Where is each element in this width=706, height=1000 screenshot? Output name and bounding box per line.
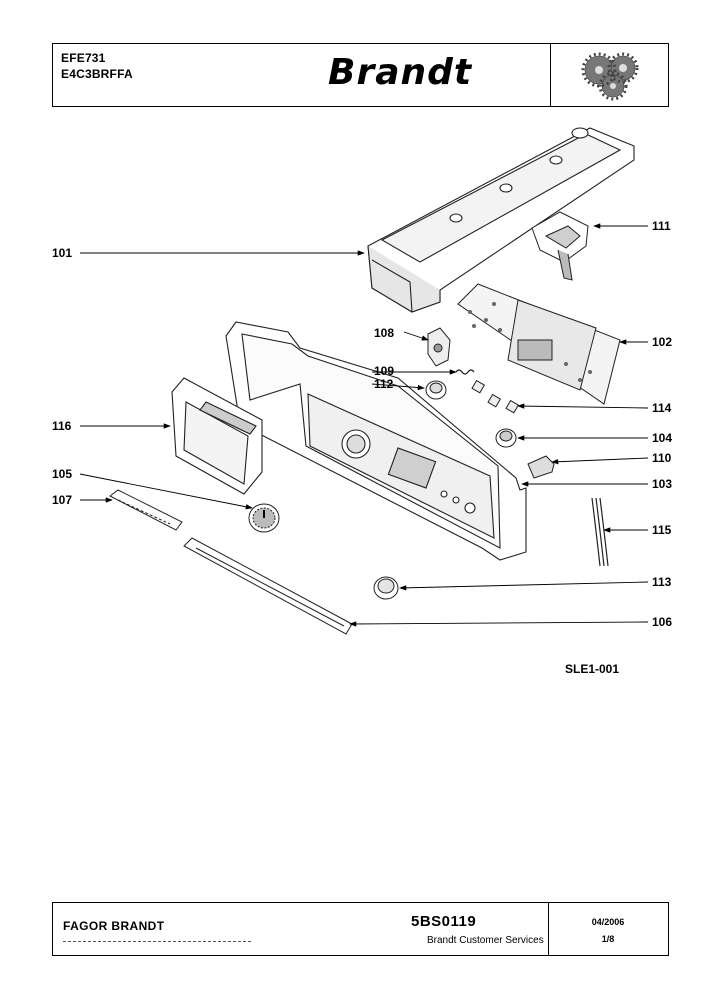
callout-111: 111 [652, 219, 671, 233]
part-116-drawer-front [171, 377, 263, 495]
callout-107: 107 [52, 493, 73, 507]
company-name: FAGOR BRANDT [63, 919, 165, 933]
footer-block: FAGOR BRANDT 5BS0119 Brandt Customer Ser… [52, 902, 669, 956]
department-name: Brandt Customer Services [427, 935, 544, 946]
part-109-spring [455, 369, 475, 375]
callout-103: 103 [652, 477, 673, 491]
part-112-push-button [425, 380, 447, 400]
callout-105: 105 [52, 467, 73, 481]
callout-101: 101 [52, 246, 73, 260]
callout-115: 115 [652, 523, 672, 537]
callout-114: 114 [652, 401, 672, 415]
model-number: EFE731 [61, 51, 106, 65]
part-103-control-panel [225, 321, 527, 561]
part-105-knob [248, 503, 280, 533]
document-date: 04/2006 [591, 917, 625, 927]
brand-logo: Brandt [328, 52, 473, 93]
callout-106: 106 [652, 615, 673, 629]
title-block: EFE731 E4C3BRFFA Brandt [52, 43, 669, 107]
part-114-buttons [471, 379, 520, 414]
callout-110: 110 [652, 451, 672, 465]
part-106-trim-strip [183, 537, 353, 635]
callout-116: 116 [52, 419, 72, 433]
callout-108: 108 [374, 326, 395, 340]
part-104-button [495, 428, 517, 448]
callout-104: 104 [652, 431, 673, 445]
gears-icon [581, 52, 639, 101]
date-page-panel: 04/2006 1/8 [548, 903, 668, 955]
part-113-knob-cap [373, 576, 399, 600]
page-number: 1/8 [601, 934, 615, 944]
part-107-strip [109, 489, 183, 531]
company-logo: FAGOR BRANDT [63, 919, 164, 933]
callout-102: 102 [652, 335, 673, 349]
part-111-bracket [531, 211, 589, 281]
document-code: 5BS0119 [411, 913, 477, 930]
callout-109: 109 [374, 364, 395, 378]
part-102-electronic-board [457, 283, 621, 405]
callout-113: 113 [652, 575, 672, 589]
diagram-reference: SLE1-001 [565, 662, 620, 676]
part-115-wiring [591, 497, 609, 567]
part-101-top-cover [367, 127, 635, 313]
model-code: E4C3BRFFA [61, 67, 133, 81]
gear-logo-panel [550, 44, 668, 106]
leader-lines [79, 223, 649, 627]
company-subline [63, 941, 251, 942]
callout-112: 112 [374, 377, 394, 391]
part-108-selector [427, 327, 451, 367]
part-110-connector [527, 455, 555, 479]
